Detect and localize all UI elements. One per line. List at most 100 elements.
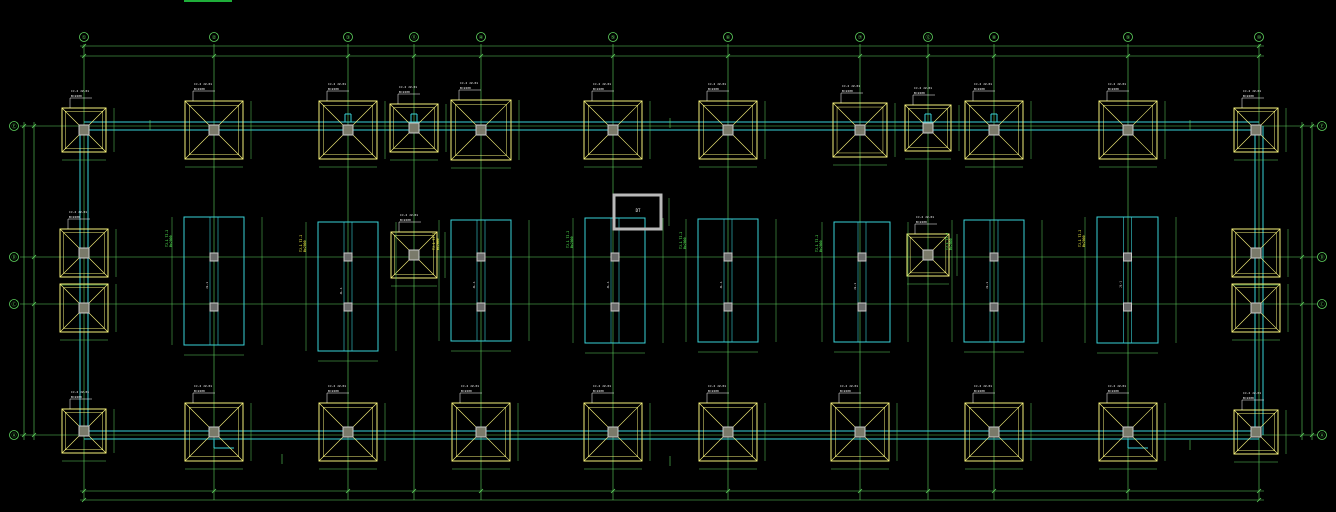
column-pedestal (1250, 426, 1262, 438)
footing-slope-line (1260, 228, 1281, 249)
strip-mark-text: JL-1 (205, 282, 209, 289)
column-axis-label: ⑦ (858, 35, 863, 41)
footing-slope-line (1098, 402, 1124, 428)
strip-outline (450, 219, 512, 342)
strip-mark-text: JL-1 (985, 282, 989, 289)
footing-slope-line (184, 436, 210, 462)
row-axis-label: Ⓐ (1319, 432, 1324, 439)
footing-slope-line (1231, 312, 1252, 333)
strip-tag-text: TJ-1 TJ-2 (299, 235, 303, 252)
footing-outline (1098, 402, 1158, 462)
row-axis-bubble (9, 121, 19, 131)
footing-outline (389, 103, 439, 153)
footing-slope-line (583, 402, 609, 428)
strip-mark-group: JL-1 (853, 283, 857, 290)
row-axis-bubble (1317, 252, 1327, 262)
footing-slope-line (864, 436, 890, 462)
top-tab-indicator[interactable] (184, 0, 232, 2)
footing-slope-line (1260, 107, 1279, 126)
isolated-footing: CJ-2 JZ-01B=2200 (61, 390, 115, 462)
dimension-tick (31, 432, 37, 438)
dimension-tick (1125, 488, 1131, 494)
isolated-footing: CJ-2 JZ-01B=2200 (184, 82, 252, 168)
dimension-tick (1299, 301, 1305, 307)
footing-slope-line (864, 402, 890, 428)
row-axis-label: Ⓐ (11, 432, 16, 439)
footing-tag-text: CJ-2 JZ-01 (593, 82, 611, 86)
footing-step (588, 105, 638, 155)
footing-slope-line (617, 100, 643, 126)
footing-tag-text: CJ-2 JZ-01 (194, 82, 212, 86)
row-axis-label: Ⓓ (11, 254, 16, 261)
footing-step (703, 105, 753, 155)
footing-slope-line (450, 134, 477, 161)
footing-slope-line (698, 402, 724, 428)
column-pedestal (78, 124, 90, 136)
strip-tag-text: TJ-1 TJ-2 (1078, 230, 1082, 247)
isolated-footing: CJ-2 JZ-01B=2200 (450, 81, 520, 169)
dimension-tick (31, 254, 37, 260)
footing-slope-line (964, 134, 990, 160)
footing-outline (698, 100, 758, 160)
footing-outline (583, 100, 643, 160)
footing-slope-line (88, 408, 107, 427)
footing-subtag-text: B=2200 (593, 389, 604, 393)
footing-slope-line (451, 402, 477, 428)
elevator-pit-outline (612, 193, 663, 231)
column-pedestal (1250, 302, 1262, 314)
isolated-footing: CJ-2 JZ-01B=2200 (390, 213, 446, 287)
footing-slope-line (698, 436, 724, 462)
strip-mark-group: JL-1 (606, 281, 610, 288)
footing-tag-text: CJ-2 JZ-01 (399, 85, 417, 89)
footing-slope-line (830, 436, 856, 462)
footing-step (1237, 111, 1275, 149)
footing-subtag-text: B=2200 (400, 218, 411, 222)
footing-step (1235, 232, 1277, 274)
footing-slope-line (1233, 409, 1252, 428)
footing-subtag-text: B=2200 (1243, 94, 1254, 98)
footing-slope-line (583, 134, 609, 160)
footing-slope-line (450, 99, 477, 126)
strip-subtag-text: Bx2000 (819, 240, 823, 252)
isolated-footing: CJ-2 JZ-01B=2200 (830, 384, 898, 470)
column-pedestal (343, 302, 353, 312)
strip-mark-text: JL-1 (472, 281, 476, 288)
footing-subtag-text: B=2200 (460, 86, 471, 90)
footing-slope-line (732, 436, 758, 462)
footing-slope-line (389, 103, 410, 124)
footing-slope-line (698, 100, 724, 126)
strip-tag-text: TJ-1 TJ-2 (432, 233, 436, 250)
footing-slope-line (617, 436, 643, 462)
footing-slope-line (732, 134, 758, 160)
footing-step (63, 232, 105, 274)
footing-slope-line (1231, 228, 1252, 249)
footing-slope-line (59, 312, 80, 333)
strip-tag-text: TJ-1 TJ-2 (945, 233, 949, 250)
footing-slope-line (352, 100, 378, 126)
footing-slope-line (906, 259, 924, 277)
footing-slope-line (389, 132, 410, 153)
column-pedestal (78, 302, 90, 314)
strip-outline (584, 217, 646, 344)
column-pedestal (343, 252, 353, 262)
column-pedestal (208, 426, 220, 438)
footing-slope-line (932, 104, 952, 124)
footing-outline (59, 283, 109, 333)
footing-slope-line (904, 132, 924, 152)
strip-outline (833, 221, 891, 343)
column-axis-label: ⑤ (611, 35, 616, 41)
dimension-tick (411, 53, 417, 59)
footing-slope-line (1132, 134, 1158, 160)
row-axis-label: Ⓒ (11, 301, 16, 308)
footing-slope-line (184, 402, 210, 428)
footing-step (1103, 105, 1153, 155)
elevator-pit-label: DT (636, 208, 641, 213)
footing-outline (964, 100, 1024, 160)
footing-outline (318, 402, 378, 462)
footing-step (1235, 287, 1277, 329)
